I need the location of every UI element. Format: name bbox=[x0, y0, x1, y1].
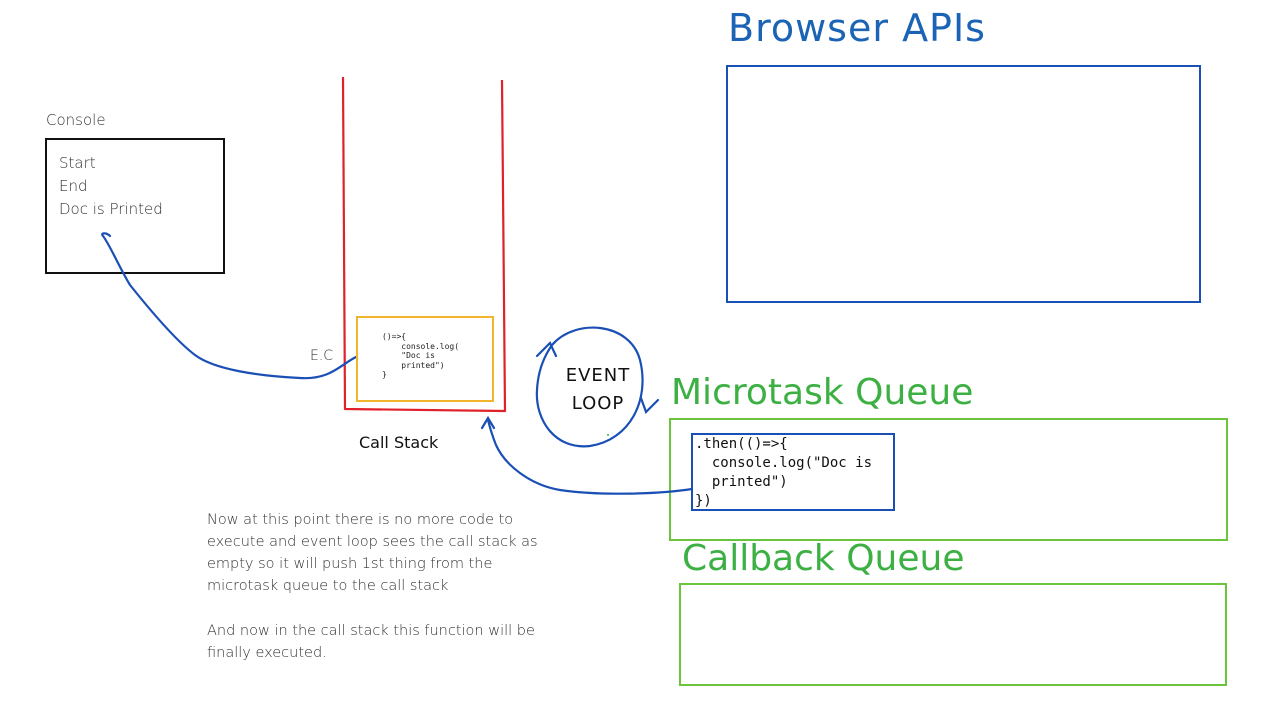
console-line-doc-printed: Doc is Printed bbox=[59, 200, 163, 218]
explanation-paragraph-2: And now in the call stack this function … bbox=[207, 623, 535, 661]
microtask-queue-item: .then(()=>{ console.log("Doc is printed"… bbox=[691, 433, 895, 511]
event-loop-arrowhead-right bbox=[639, 396, 660, 415]
execution-context-label: E.C bbox=[310, 348, 334, 364]
call-stack-label: Call Stack bbox=[359, 433, 439, 452]
console-line-start: Start bbox=[59, 154, 96, 172]
execution-context-code: ()=>{ console.log( "Doc is printed") } bbox=[382, 332, 460, 379]
execution-context-frame: ()=>{ console.log( "Doc is printed") } bbox=[356, 316, 494, 402]
callback-queue-title: Callback Queue bbox=[682, 538, 965, 579]
ec-to-console-arrow bbox=[101, 232, 358, 380]
browser-apis-title: Browser APIs bbox=[728, 6, 986, 50]
console-line-end: End bbox=[59, 177, 88, 195]
callback-queue-box bbox=[679, 583, 1227, 686]
explanation-paragraph-1: Now at this point there is no more code … bbox=[207, 512, 538, 594]
event-loop-label: EVENT LOOP bbox=[548, 362, 648, 418]
event-loop-label-line2: LOOP bbox=[571, 393, 625, 414]
microtask-queue-box bbox=[669, 418, 1228, 541]
browser-apis-box bbox=[726, 65, 1201, 303]
microtask-arrowhead bbox=[480, 415, 496, 430]
event-loop-label-line1: EVENT bbox=[565, 365, 631, 386]
event-loop-circle bbox=[535, 326, 644, 448]
console-title: Console bbox=[46, 111, 106, 129]
microtask-to-callstack-arrow bbox=[486, 418, 694, 495]
event-loop-arrowhead-top bbox=[535, 341, 558, 358]
call-stack-container bbox=[341, 76, 507, 413]
microtask-queue-title: Microtask Queue bbox=[671, 372, 974, 413]
console-box: Start End Doc is Printed bbox=[45, 138, 225, 274]
